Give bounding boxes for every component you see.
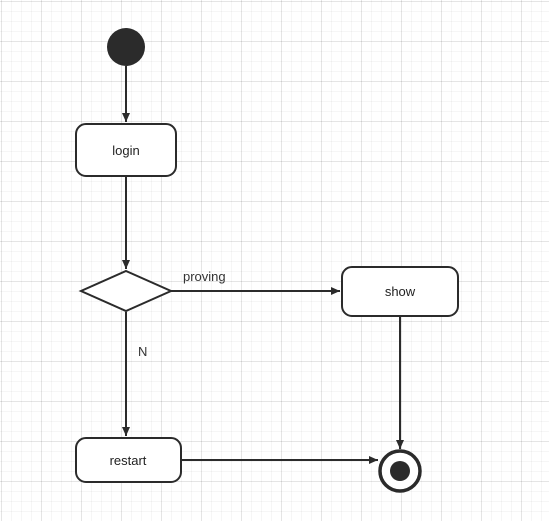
node-show-label: show bbox=[385, 284, 416, 299]
node-restart[interactable]: restart bbox=[75, 437, 182, 483]
edge-label-no: N bbox=[138, 344, 147, 359]
node-show[interactable]: show bbox=[341, 266, 459, 317]
node-login-box[interactable] bbox=[75, 123, 177, 177]
end-node[interactable] bbox=[378, 449, 422, 493]
end-node-core bbox=[390, 461, 410, 481]
node-show-box[interactable] bbox=[341, 266, 459, 317]
start-node[interactable] bbox=[107, 28, 145, 66]
node-restart-box[interactable] bbox=[75, 437, 182, 483]
decision-node[interactable] bbox=[78, 269, 174, 313]
node-login[interactable]: login bbox=[75, 123, 177, 177]
edge-label-proving: proving bbox=[183, 269, 226, 284]
node-restart-label: restart bbox=[110, 453, 147, 468]
node-login-label: login bbox=[112, 143, 139, 158]
